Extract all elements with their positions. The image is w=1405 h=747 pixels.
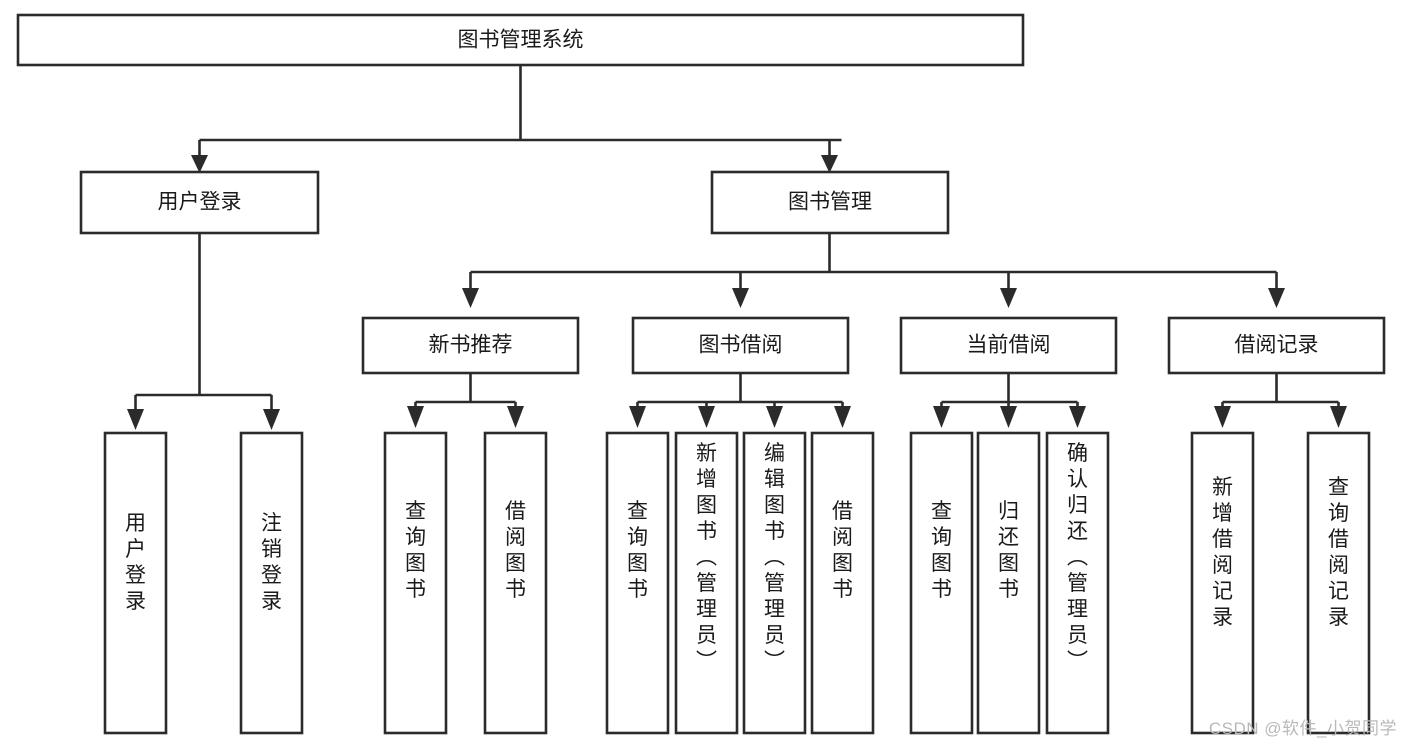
node-leaf-query-record-label: 查询借阅记录 (1328, 476, 1349, 629)
node-leaf-query-book-3-box[interactable] (909, 431, 974, 735)
node-leaf-return-book-box[interactable] (976, 431, 1041, 735)
node-borrow-record-box[interactable] (1167, 316, 1386, 375)
connector-borrowrecord-to-leaves (1214, 373, 1347, 428)
arrow-head-user-login (191, 155, 208, 173)
connector-currentborrow-to-leaves (933, 373, 1086, 428)
node-leaf-query-book-3[interactable]: 查询图书 (909, 431, 974, 735)
node-leaf-add-record-label: 新增借阅记录 (1212, 476, 1233, 629)
node-new-book-recommend[interactable]: 新书推荐 (361, 316, 580, 375)
node-leaf-confirm-return-label: 确认归还︵管理员︶ (1067, 442, 1088, 673)
node-leaf-edit-book-label: 编辑图书︵管理员︶ (764, 442, 785, 673)
node-book-manage-label: 图书管理 (788, 191, 872, 214)
node-leaf-borrow-book-2[interactable]: 借阅图书 (810, 431, 875, 735)
arrow-head-leaf-confirm-return (1069, 406, 1086, 428)
arrow-head-leaf-add-record (1214, 406, 1231, 428)
node-leaf-user-login[interactable]: 用户登录 (103, 431, 168, 735)
node-leaf-query-book-2[interactable]: 查询图书 (605, 431, 670, 735)
node-leaf-query-book-1-box[interactable] (383, 431, 448, 735)
connector-root-to-level2 (191, 65, 842, 173)
node-leaf-query-book-3-label: 查询图书 (931, 500, 952, 601)
arrow-head-leaf-add-book (698, 406, 715, 428)
node-leaf-query-book-1[interactable]: 查询图书 (383, 431, 448, 735)
node-leaf-logout-login[interactable]: 注销登录 (239, 431, 304, 735)
node-leaf-query-record-box[interactable] (1306, 431, 1371, 735)
arrow-head-leaf-query-book-1 (407, 406, 424, 428)
arrow-head-leaf-edit-book (766, 406, 783, 428)
arrow-head-leaf-query-book-3 (933, 406, 950, 428)
node-root-label: 图书管理系统 (458, 29, 584, 52)
arrow-head-borrow-record (1268, 288, 1285, 308)
node-leaf-return-book[interactable]: 归还图书 (976, 431, 1041, 735)
node-leaf-borrow-book-2-label: 借阅图书 (832, 500, 853, 601)
node-leaf-add-book-box[interactable] (674, 431, 739, 735)
node-leaf-confirm-return[interactable]: 确认归还︵管理员︶ (1045, 431, 1110, 735)
node-root-box[interactable] (16, 13, 1025, 67)
node-current-borrow-box[interactable] (899, 316, 1118, 375)
node-leaf-confirm-return-box[interactable] (1045, 431, 1110, 735)
connector-userlogin-to-leaves (127, 233, 280, 430)
node-leaf-user-login-box[interactable] (103, 431, 168, 735)
node-borrow-record-label: 借阅记录 (1235, 334, 1319, 357)
node-new-book-recommend-label: 新书推荐 (429, 334, 513, 357)
connector-newbook-to-leaves (407, 373, 524, 428)
node-leaf-query-book-2-box[interactable] (605, 431, 670, 735)
node-leaf-return-book-label: 归还图书 (998, 500, 1019, 601)
node-leaf-borrow-book-1-label: 借阅图书 (505, 500, 526, 601)
node-user-login-label: 用户登录 (158, 191, 242, 214)
node-leaf-borrow-book-2-box[interactable] (810, 431, 875, 735)
node-leaf-edit-book-box[interactable] (742, 431, 807, 735)
node-leaf-add-record[interactable]: 新增借阅记录 (1190, 431, 1255, 735)
connector-bookmanage-to-level3 (462, 233, 1285, 308)
node-root[interactable]: 图书管理系统 (16, 13, 1025, 67)
node-book-manage[interactable]: 图书管理 (710, 170, 950, 235)
node-current-borrow[interactable]: 当前借阅 (899, 316, 1118, 375)
node-leaf-add-book[interactable]: 新增图书︵管理员︶ (674, 431, 739, 735)
node-user-login[interactable]: 用户登录 (79, 170, 320, 235)
node-user-login-box[interactable] (79, 170, 320, 235)
node-leaf-user-login-label: 用户登录 (125, 512, 146, 613)
node-new-book-recommend-box[interactable] (361, 316, 580, 375)
node-current-borrow-label: 当前借阅 (967, 334, 1051, 357)
arrow-head-leaf-borrow-book-2 (834, 406, 851, 428)
node-leaf-query-book-2-label: 查询图书 (627, 500, 648, 601)
arrow-head-book-borrow (732, 288, 749, 308)
node-book-manage-box[interactable] (710, 170, 950, 235)
node-leaf-edit-book[interactable]: 编辑图书︵管理员︶ (742, 431, 807, 735)
arrow-head-current-borrow (1000, 288, 1017, 308)
arrow-head-leaf-borrow-book-1 (507, 406, 524, 428)
arrow-head-leaf-return-book (1000, 406, 1017, 428)
node-leaf-query-record[interactable]: 查询借阅记录 (1306, 431, 1371, 735)
node-leaf-add-record-box[interactable] (1190, 431, 1255, 735)
node-book-borrow-box[interactable] (631, 316, 850, 375)
arrow-head-leaf-user-login (127, 409, 144, 430)
node-borrow-record[interactable]: 借阅记录 (1167, 316, 1386, 375)
arrow-head-book-manage (821, 155, 838, 173)
arrow-head-leaf-query-book-2 (629, 406, 646, 428)
arrow-head-new-book-recommend (462, 288, 479, 308)
node-book-borrow-label: 图书借阅 (699, 334, 783, 357)
connector-bookborrow-to-leaves (629, 373, 851, 428)
node-leaf-logout-login-label: 注销登录 (261, 512, 282, 613)
node-book-borrow[interactable]: 图书借阅 (631, 316, 850, 375)
node-leaf-add-book-label: 新增图书︵管理员︶ (696, 442, 717, 673)
node-leaf-borrow-book-1[interactable]: 借阅图书 (483, 431, 548, 735)
arrow-head-leaf-logout-login (263, 409, 280, 430)
node-leaf-logout-login-box[interactable] (239, 431, 304, 735)
node-leaf-query-book-1-label: 查询图书 (405, 500, 426, 601)
node-leaf-borrow-book-1-box[interactable] (483, 431, 548, 735)
arrow-head-leaf-query-record (1330, 406, 1347, 428)
